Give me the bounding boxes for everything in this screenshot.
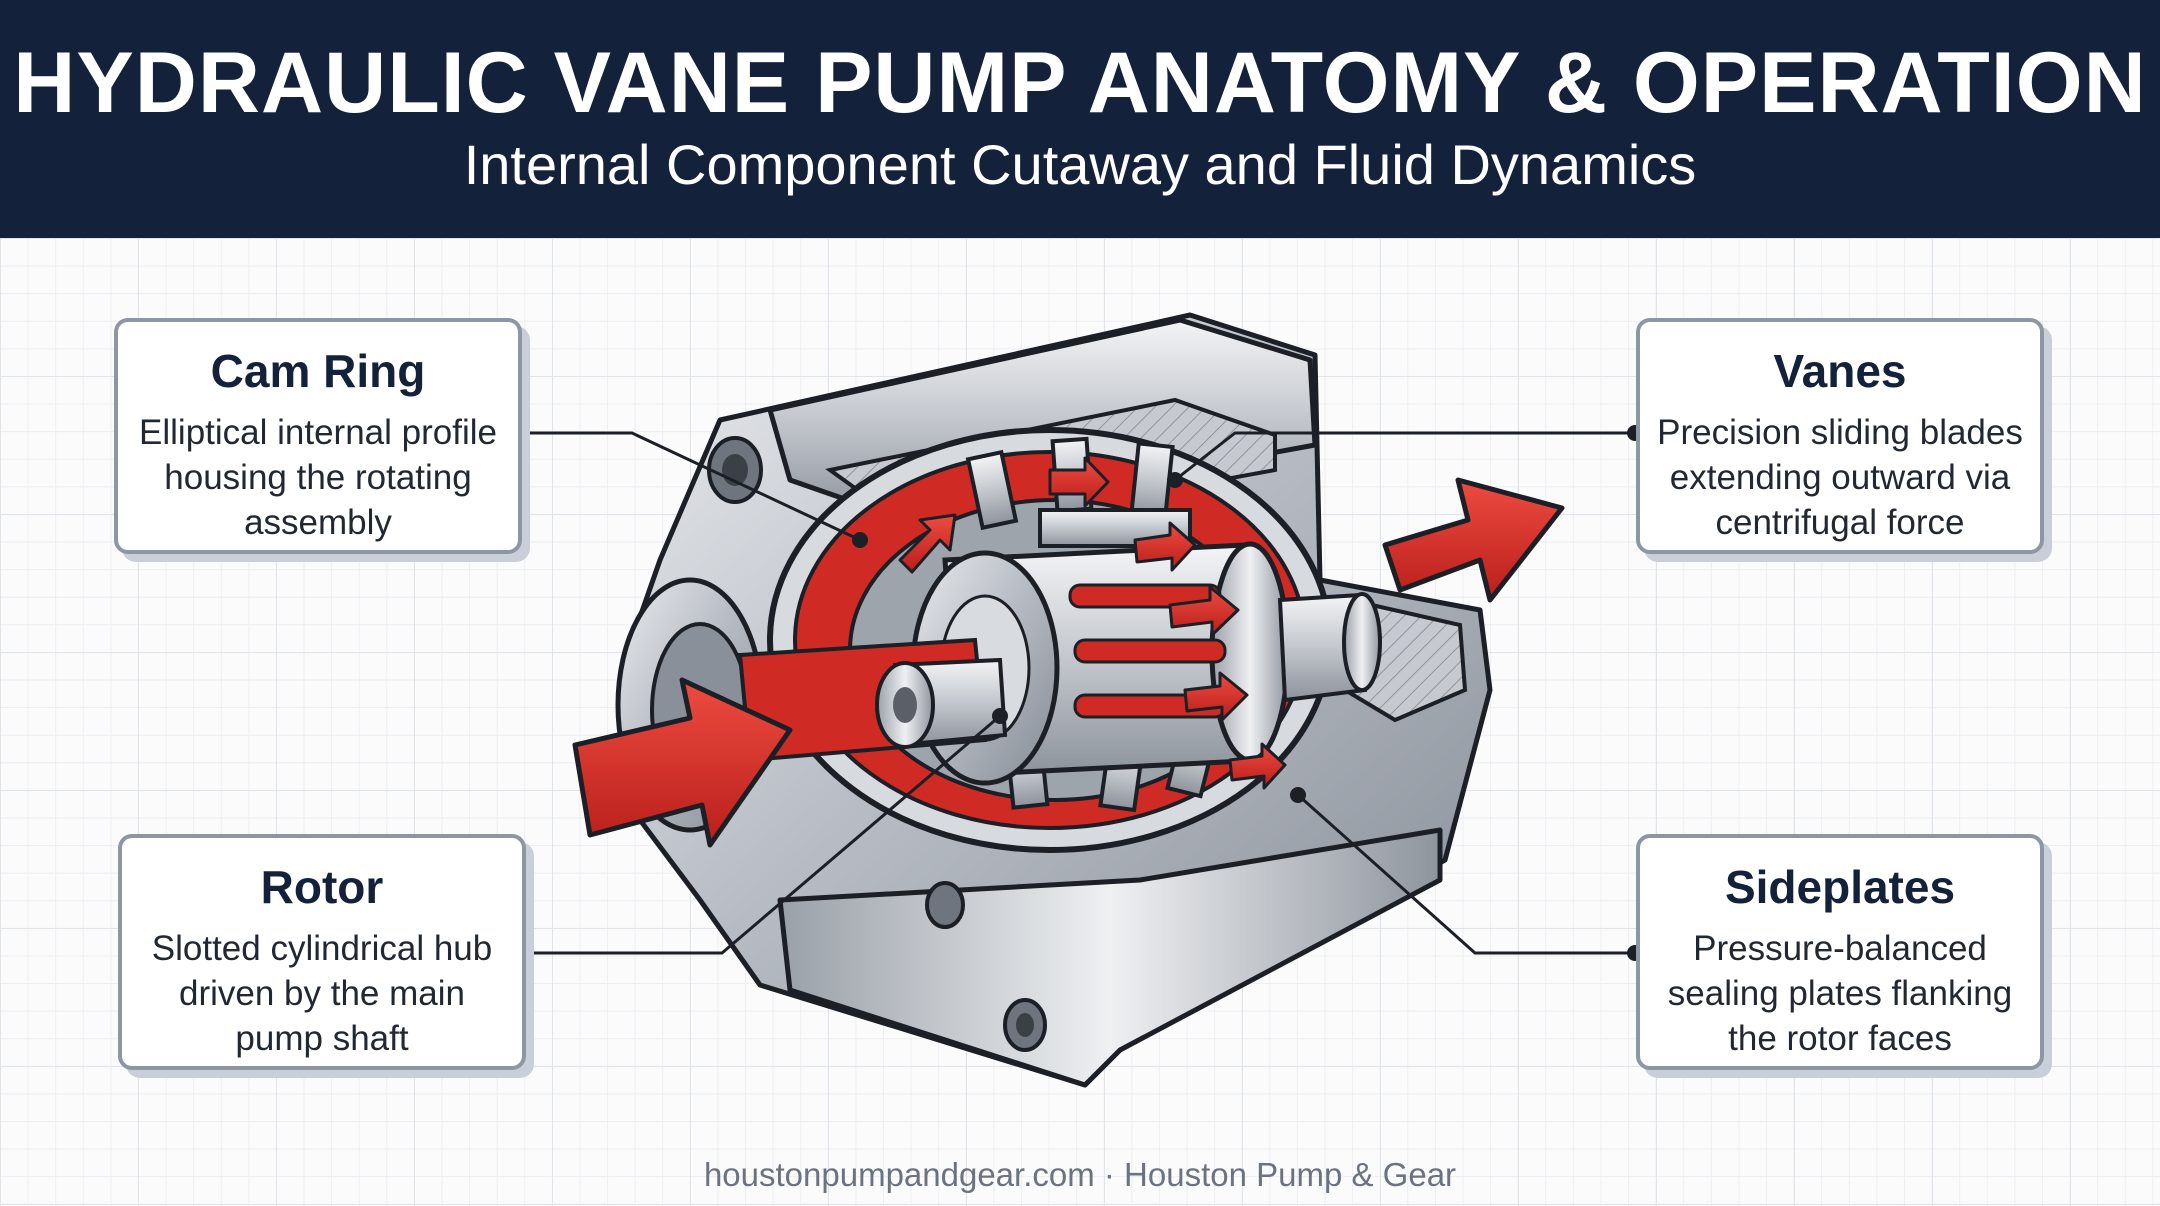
- outlet-flow-arrow: [1382, 477, 1565, 603]
- page-title: HYDRAULIC VANE PUMP ANATOMY & OPERATION: [13, 35, 2147, 131]
- leader-rotor: [522, 714, 1001, 955]
- callout-title: Cam Ring: [210, 345, 426, 397]
- callout-description: Precision sliding blades extending outwa…: [1657, 413, 2023, 542]
- footer-credit: houstonpumpandgear.com · Houston Pump & …: [703, 1156, 1457, 1193]
- callout-title: Rotor: [260, 861, 384, 913]
- callout-title: Sideplates: [1724, 861, 1956, 913]
- callout-description: Pressure-balanced sealing plates flankin…: [1667, 929, 2013, 1058]
- callout-vanes: Vanes Precision sliding blades extending…: [1636, 318, 2044, 554]
- leader-cam-ring: [522, 431, 861, 542]
- callout-rotor: Rotor Slotted cylindrical hub driven by …: [118, 834, 526, 1070]
- leader-vanes: [1174, 431, 1635, 482]
- page-subtitle: Internal Component Cutaway and Fluid Dyn…: [463, 133, 1697, 196]
- callout-description: Elliptical internal profile housing the …: [139, 413, 497, 542]
- header-banner: HYDRAULIC VANE PUMP ANATOMY & OPERATION …: [0, 0, 2160, 238]
- inlet-flow-arrow: [572, 677, 793, 848]
- callout-sideplates: Sideplates Pressure-balanced sealing pla…: [1636, 834, 2044, 1070]
- leader-sideplates: [1297, 793, 1635, 955]
- callout-title: Vanes: [1773, 345, 1907, 397]
- leader-lines: [522, 431, 1635, 955]
- internal-flow-arrows: [898, 456, 1287, 790]
- drive-shaft: [737, 592, 1382, 763]
- callout-description: Slotted cylindrical hub driven by the ma…: [151, 929, 493, 1058]
- callout-cam-ring: Cam Ring Elliptical internal profile hou…: [114, 318, 522, 554]
